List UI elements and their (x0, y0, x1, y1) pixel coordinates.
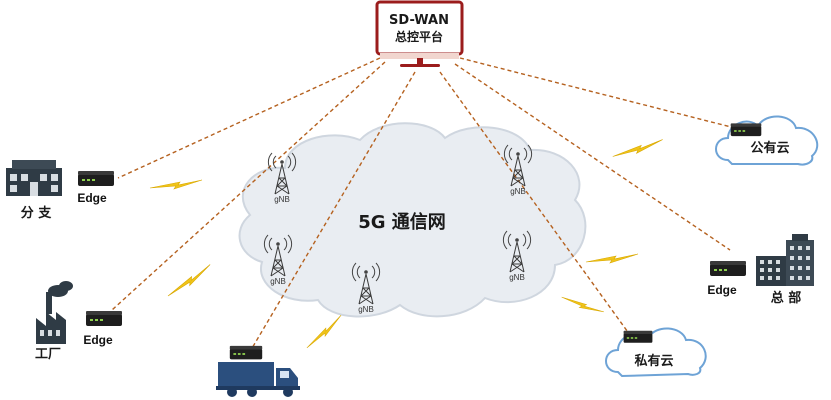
sdwan-controller-monitor: SD-WAN 总控平台 (375, 0, 464, 67)
edge-router-branch (78, 171, 114, 186)
private-cloud-label: 私有云 (634, 353, 673, 369)
gnb-label: gNB (509, 273, 525, 282)
link-truck (247, 71, 416, 356)
office-building-icon (756, 234, 814, 286)
edge-router-factory (86, 311, 122, 326)
gnb-label: gNB (510, 187, 526, 196)
gnb-label: gNB (270, 277, 286, 286)
link-factory (111, 61, 386, 311)
controller-title: SD-WAN (389, 13, 449, 28)
factory-label: 工厂 (35, 347, 61, 362)
edge-router-headquarters (710, 261, 746, 276)
private-cloud-node: 私有云 (605, 327, 707, 378)
factory-node: 工厂 Edge (35, 281, 122, 362)
headquarters-label: 总 部 (771, 290, 802, 306)
edge-router-icon (623, 330, 653, 343)
branch-node: 分 支 Edge (6, 160, 114, 221)
edge-router-public-cloud (730, 123, 762, 137)
link-branch (117, 57, 381, 179)
truck-icon (216, 362, 300, 397)
factory-edge-label: Edge (83, 333, 113, 347)
lightning-icon (611, 139, 665, 158)
public-cloud-node: 公有云 (715, 115, 819, 166)
5g-network-cloud: 5G 通信网 (238, 122, 587, 318)
edge-router-private-cloud (623, 330, 653, 343)
lightning-icon (163, 264, 215, 298)
lightning-icon (302, 314, 346, 349)
lightning-icon (149, 179, 203, 190)
lightning-icon (561, 290, 605, 319)
5g-network-label: 5G 通信网 (358, 211, 446, 233)
store-building-icon (6, 160, 62, 196)
gnb-tower-3: gNB (263, 234, 293, 286)
link-headquarters (454, 63, 731, 251)
gnb-label: gNB (274, 195, 290, 204)
branch-edge-label: Edge (77, 191, 107, 205)
headquarters-edge-label: Edge (707, 283, 737, 297)
lightning-icon (585, 253, 639, 264)
gnb-tower-5: gNB (351, 262, 381, 314)
headquarters-node: Edge 总 部 (707, 234, 814, 306)
public-cloud-label: 公有云 (750, 140, 789, 156)
edge-router-icon (730, 123, 762, 137)
edge-router-icon (229, 345, 263, 360)
gnb-tower-2: gNB (503, 144, 533, 196)
edge-router-icon (78, 171, 114, 186)
link-public-cloud (459, 57, 736, 129)
link-private-cloud (439, 71, 631, 336)
branch-label: 分 支 (21, 205, 53, 221)
edge-router-icon (710, 261, 746, 276)
controller-subtitle: 总控平台 (395, 29, 443, 44)
gnb-label: gNB (358, 305, 374, 314)
gnb-tower-1: gNB (267, 152, 297, 204)
edge-router-icon (86, 311, 122, 326)
edge-router-truck (229, 345, 263, 360)
gnb-tower-4: gNB (502, 230, 532, 282)
truck-node (216, 345, 300, 397)
dashed-links (111, 57, 736, 356)
factory-icon (36, 281, 73, 344)
